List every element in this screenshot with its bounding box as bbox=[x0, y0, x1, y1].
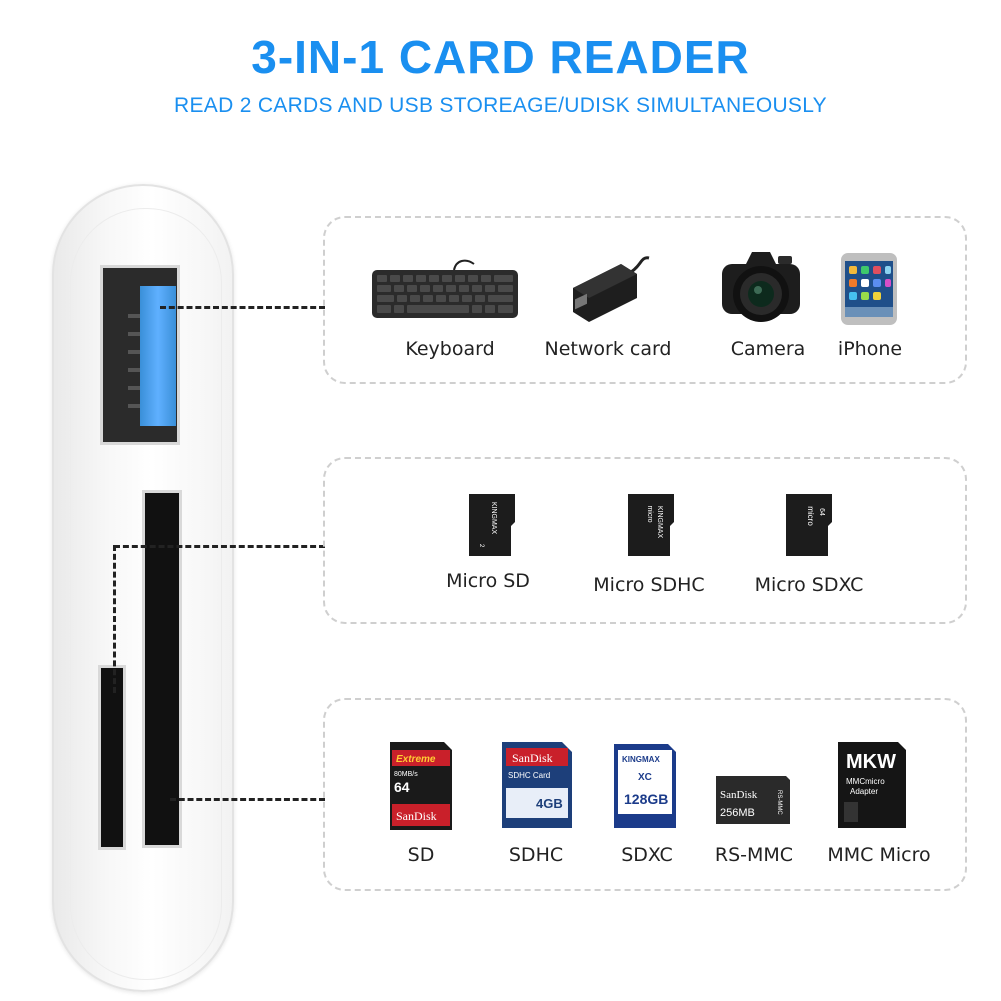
svg-text:XC: XC bbox=[638, 772, 652, 783]
rs-mmc-card-icon: SanDisk 256MB RS-MMC bbox=[716, 776, 790, 824]
svg-text:micro: micro bbox=[806, 506, 815, 526]
page-subtitle: READ 2 CARDS AND USB STOREAGE/UDISK SIMU… bbox=[174, 94, 827, 117]
sd-item-label-mmc-micro: MMC Micro bbox=[827, 844, 931, 866]
svg-text:SanDisk: SanDisk bbox=[720, 789, 758, 801]
svg-text:64: 64 bbox=[394, 779, 410, 795]
network-card-icon bbox=[573, 256, 650, 322]
usb-item-label-keyboard: Keyboard bbox=[405, 338, 495, 360]
svg-text:2: 2 bbox=[478, 544, 484, 548]
sd-item-label-sdhc: SDHC bbox=[508, 844, 564, 866]
svg-text:micro: micro bbox=[646, 505, 653, 522]
svg-text:MMCmicro: MMCmicro bbox=[846, 777, 885, 786]
svg-text:Extreme: Extreme bbox=[396, 754, 436, 765]
svg-text:80MB/s: 80MB/s bbox=[394, 771, 418, 778]
sd-card-slot bbox=[142, 490, 182, 848]
camera-icon bbox=[722, 252, 800, 322]
micro-sd-slot bbox=[98, 665, 126, 850]
sd-item-label-rs-mmc: RS-MMC bbox=[714, 844, 794, 866]
usb-item-label-iphone: iPhone bbox=[837, 338, 903, 360]
micro-item-label-micro-sdxc: Micro SDXC bbox=[754, 574, 864, 596]
svg-text:KINGMAX: KINGMAX bbox=[656, 506, 663, 539]
sdhc-card-icon: SanDisk SDHC Card 4GB bbox=[502, 742, 572, 828]
sd-card-icon: Extreme 80MB/s 64 SanDisk bbox=[390, 742, 452, 830]
sd-item-label-sdxc: SDXC bbox=[621, 844, 673, 866]
svg-text:128GB: 128GB bbox=[624, 791, 668, 807]
micro-item-label-micro-sd: Micro SD bbox=[446, 570, 530, 592]
svg-text:KINGMAX: KINGMAX bbox=[622, 755, 660, 764]
page-title: 3-IN-1 CARD READER bbox=[251, 31, 750, 83]
svg-text:RS-MMC: RS-MMC bbox=[776, 790, 782, 815]
usb-devices-panel bbox=[323, 216, 967, 384]
usb-connector-line bbox=[160, 306, 325, 309]
sd-item-label-sd: SD bbox=[407, 844, 435, 866]
svg-text:MKW: MKW bbox=[846, 751, 896, 773]
micro-sdhc-card-icon: micro KINGMAX bbox=[628, 494, 674, 556]
micro-connector-line bbox=[114, 545, 325, 548]
svg-text:256MB: 256MB bbox=[720, 807, 755, 819]
keyboard-icon bbox=[372, 259, 518, 318]
micro-cards-panel bbox=[323, 457, 967, 624]
iphone-icon bbox=[841, 253, 897, 325]
usb-port-contacts bbox=[128, 300, 140, 412]
micro-sdxc-card-icon: micro 64 bbox=[786, 494, 832, 556]
sdxc-card-icon: KINGMAX XC 128GB bbox=[614, 744, 676, 828]
micro-connector-drop bbox=[113, 545, 116, 693]
mmc-micro-adapter-icon: MKW MMCmicro Adapter bbox=[838, 742, 906, 828]
usb-port-tongue bbox=[140, 286, 176, 426]
usb-item-label-network-card: Network card bbox=[544, 338, 672, 360]
svg-text:KINGMAX: KINGMAX bbox=[490, 502, 497, 535]
micro-item-label-micro-sdhc: Micro SDHC bbox=[593, 574, 705, 596]
svg-text:64: 64 bbox=[818, 508, 825, 516]
svg-text:SanDisk: SanDisk bbox=[396, 809, 437, 823]
sd-cards-panel bbox=[323, 698, 967, 891]
svg-text:SDHC Card: SDHC Card bbox=[508, 771, 550, 780]
sd-connector-line bbox=[170, 798, 325, 801]
svg-text:SanDisk: SanDisk bbox=[512, 751, 553, 765]
svg-text:Adapter: Adapter bbox=[850, 787, 878, 796]
usb-item-label-camera: Camera bbox=[730, 338, 806, 360]
micro-sd-card-icon: KINGMAX 2 bbox=[469, 494, 515, 556]
svg-text:4GB: 4GB bbox=[536, 796, 563, 811]
card-reader-face bbox=[70, 208, 222, 980]
